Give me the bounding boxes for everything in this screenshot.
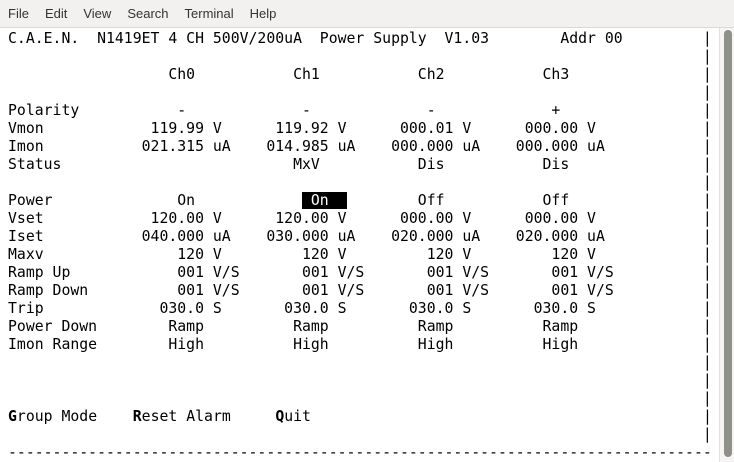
menu-item-view[interactable]: View [83, 6, 112, 21]
terminal-line: Power On On Off Off | [8, 192, 712, 209]
scrollbar-thumb[interactable] [724, 30, 732, 457]
terminal-line: | [8, 174, 712, 191]
menu-item-search[interactable]: Search [127, 6, 169, 21]
terminal-line: Power Down Ramp Ramp Ramp Ramp | [8, 318, 712, 335]
terminal-line: | [8, 354, 712, 371]
menu-item-terminal[interactable]: Terminal [184, 6, 234, 21]
scrollbar-track[interactable] [719, 28, 734, 462]
terminal-line: Trip 030.0 S 030.0 S 030.0 S 030.0 S | [8, 300, 712, 317]
terminal-line: Status MxV Dis Dis | [8, 156, 712, 173]
terminal-line: Group Mode Reset Alarm Quit | [8, 408, 712, 425]
command-group-mode[interactable]: Group Mode [8, 408, 98, 425]
highlighted-cell-power[interactable]: On [301, 192, 347, 209]
terminal-line: Vmon 119.99 V 119.92 V 000.01 V 000.00 V… [8, 120, 712, 137]
terminal-line: | [8, 372, 712, 389]
terminal-screen: C.A.E.N. N1419ET 4 CH 500V/200uA Power S… [8, 30, 719, 462]
terminal-line: | [8, 48, 712, 65]
terminal-line: ----------------------------------------… [8, 444, 712, 461]
terminal-line: Ramp Down 001 V/S 001 V/S 001 V/S 001 V/… [8, 282, 712, 299]
menu-bar: File Edit View Search Terminal Help [0, 0, 734, 28]
terminal-line: Imon Range High High High High | [8, 336, 712, 353]
terminal-line: Polarity - - - + | [8, 102, 712, 119]
terminal-line: | [8, 390, 712, 407]
terminal-line: Ch0 Ch1 Ch2 Ch3 | [8, 66, 712, 83]
menu-item-file[interactable]: File [8, 6, 29, 21]
terminal-line: | [8, 426, 712, 443]
command-quit[interactable]: Quit [275, 408, 311, 425]
terminal-line: Iset 040.000 uA 030.000 uA 020.000 uA 02… [8, 228, 712, 245]
menu-item-edit[interactable]: Edit [44, 6, 68, 21]
terminal-line: Imon 021.315 uA 014.985 uA 000.000 uA 00… [8, 138, 712, 155]
terminal[interactable]: C.A.E.N. N1419ET 4 CH 500V/200uA Power S… [0, 28, 719, 462]
terminal-line: Vset 120.00 V 120.00 V 000.00 V 000.00 V… [8, 210, 712, 227]
menu-item-help[interactable]: Help [249, 6, 277, 21]
command-reset-alarm[interactable]: Reset Alarm [132, 408, 231, 425]
terminal-line: | [8, 84, 712, 101]
terminal-line: Maxv 120 V 120 V 120 V 120 V | [8, 246, 712, 263]
terminal-line: C.A.E.N. N1419ET 4 CH 500V/200uA Power S… [8, 30, 712, 47]
terminal-line: Ramp Up 001 V/S 001 V/S 001 V/S 001 V/S … [8, 264, 712, 281]
